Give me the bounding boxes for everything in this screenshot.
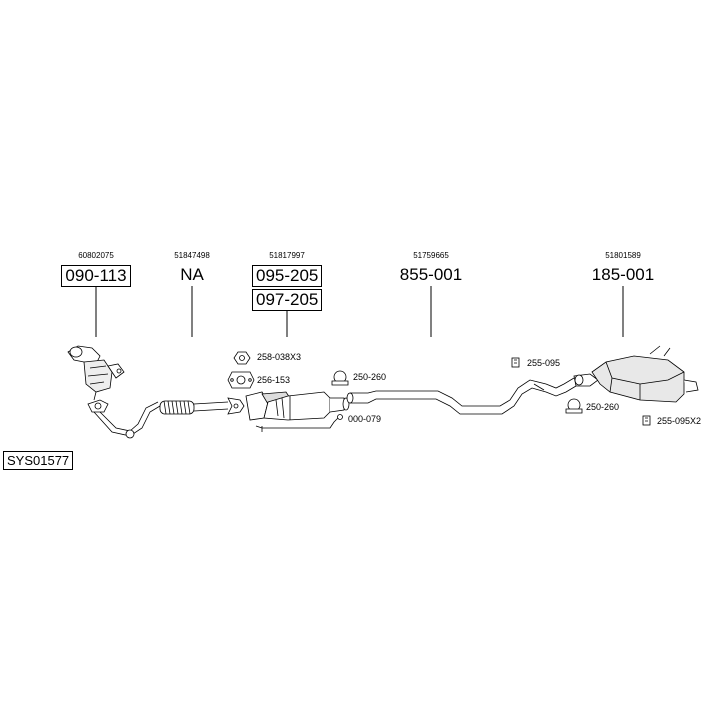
particulate-filter-drawing (245, 391, 350, 421)
rubber-mount-icon (511, 357, 520, 368)
sensor-cable-drawing (255, 414, 343, 432)
part-code-1: 090-113 (61, 265, 131, 287)
part-code-3: 095-205 (252, 265, 322, 287)
accessory-label-clamp-bottom: 250-260 (586, 402, 620, 412)
system-code-label: SYS01577 (3, 451, 74, 470)
oem-number-part-2: 51847498 (174, 251, 210, 260)
nut-icon (233, 351, 251, 365)
part-code-5: 185-001 (591, 265, 655, 284)
oem-number-part-4: 51759665 (413, 251, 449, 260)
accessory-label-nut: 258-038X3 (257, 352, 302, 362)
accessory-label-rubber-mount-x2: 255-095X2 (657, 416, 702, 426)
oem-number-part-5: 51801589 (605, 251, 641, 260)
accessory-label-clamp-top: 250-260 (353, 372, 387, 382)
accessory-label-sensor-cable: 000-079 (348, 414, 382, 424)
accessory-label-rubber-mount: 255-095 (527, 358, 561, 368)
accessory-label-gasket: 256-153 (257, 375, 291, 385)
clamp-icon (565, 398, 583, 414)
rubber-mount-icon (642, 415, 651, 426)
gasket-icon (227, 371, 255, 389)
catalytic-converter-drawing (67, 345, 125, 401)
oem-number-part-1: 60802075 (78, 251, 114, 260)
part-code-2: NA (180, 265, 204, 284)
clamp-icon (331, 370, 349, 386)
rear-silencer-drawing (573, 345, 699, 403)
middle-pipe-drawing (346, 377, 577, 415)
part-code-4: 855-001 (399, 265, 463, 284)
front-pipe-drawing (87, 397, 245, 439)
oem-number-part-3: 51817997 (269, 251, 305, 260)
part-code-3-alt: 097-205 (252, 289, 322, 311)
